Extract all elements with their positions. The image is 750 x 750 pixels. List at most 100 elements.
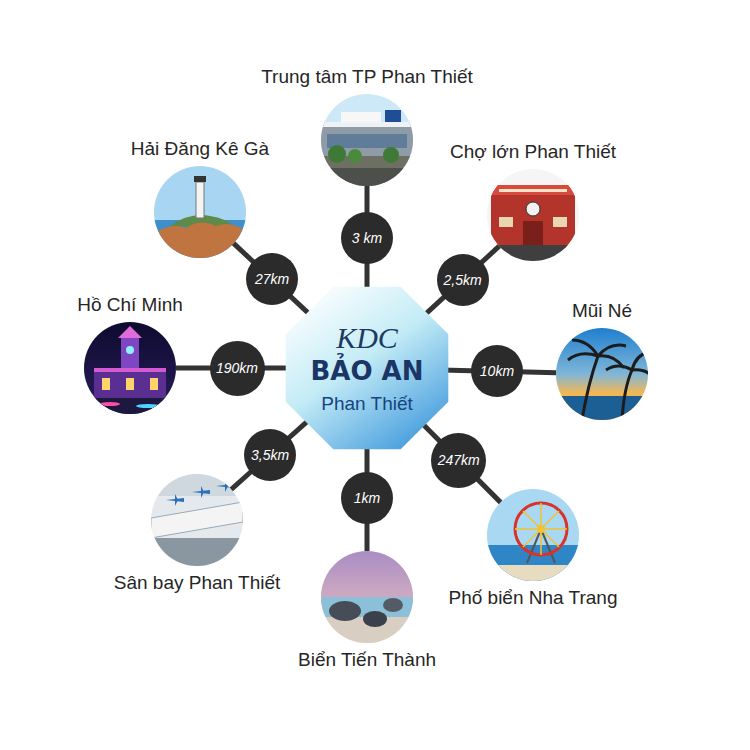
lantern	[194, 176, 206, 182]
tree	[328, 145, 346, 163]
window	[553, 217, 567, 227]
distance-label: 1km	[354, 490, 380, 506]
place-circle: Hồ Chí Minh	[84, 322, 176, 414]
door	[523, 221, 543, 245]
rock	[329, 601, 361, 621]
light-trail	[100, 402, 120, 406]
beach-photo	[321, 551, 413, 643]
city-name: Phan Thiết	[321, 393, 413, 415]
place-circle: Chợ lớn Phan Thiết	[487, 169, 579, 261]
wheel-rim	[515, 503, 567, 555]
sky	[487, 489, 579, 581]
distance-label: 10km	[480, 363, 514, 379]
palm-trunk	[582, 356, 598, 420]
apron	[151, 474, 243, 496]
distance-connector	[420, 421, 501, 502]
window	[499, 217, 513, 227]
clock	[126, 346, 134, 354]
distance-badge: 1km	[341, 472, 393, 524]
lighthouse	[196, 182, 204, 218]
beach-sunset-photo	[556, 328, 654, 420]
plane-wing	[175, 494, 178, 506]
sky	[151, 474, 243, 566]
distance-badge: 247km	[431, 433, 486, 488]
arch	[102, 378, 110, 390]
support	[527, 529, 541, 563]
runway	[151, 538, 243, 566]
sign	[385, 110, 401, 122]
distance-connector	[231, 418, 311, 489]
place-name: Mũi Né	[572, 300, 632, 322]
rock	[363, 611, 387, 627]
distance-badge: 27km	[246, 253, 298, 305]
roof	[118, 326, 142, 338]
sky	[84, 322, 176, 414]
tower	[121, 338, 139, 368]
octagon-fill	[286, 287, 449, 450]
distance-connector	[422, 246, 499, 317]
night-city-photo	[84, 322, 176, 414]
tree	[348, 149, 362, 163]
distance-label: 247km	[438, 452, 480, 468]
city-photo	[321, 94, 413, 186]
distance-label: 2,5km	[444, 272, 482, 288]
arch	[150, 378, 158, 390]
airport-photo	[151, 474, 243, 566]
hub-octagon: KDCBẢO ANPhan Thiết	[279, 280, 455, 456]
palm-trunk	[622, 370, 632, 420]
street	[84, 398, 176, 414]
project-name: BẢO AN	[311, 357, 424, 387]
hub	[537, 525, 545, 533]
market-photo	[487, 169, 579, 261]
facade	[491, 185, 575, 251]
light-trail	[136, 404, 160, 408]
clock	[526, 202, 540, 216]
place-circle: Phố biển Nha Trang	[487, 489, 579, 581]
distance-connector	[234, 243, 313, 317]
sky	[321, 551, 413, 643]
place-circle: Biển Tiến Thành	[321, 551, 413, 643]
distance-badge: 3 km	[341, 212, 393, 264]
place-name: Hồ Chí Minh	[77, 294, 183, 316]
spoke	[523, 511, 559, 547]
distance-badge: 3,5km	[244, 429, 296, 481]
sign	[341, 112, 381, 122]
distance-label: 27km	[255, 271, 289, 287]
distance-badge: 10km	[471, 345, 523, 397]
distance-label: 3 km	[352, 230, 382, 246]
rocks	[154, 222, 246, 258]
ferris-wheel-photo	[487, 489, 579, 581]
palm-fronds	[568, 340, 626, 368]
sky	[321, 94, 413, 186]
distance-label: 190km	[216, 360, 258, 376]
place-name: Phố biển Nha Trang	[448, 587, 617, 609]
road	[321, 168, 413, 186]
sign-band	[491, 185, 575, 195]
tree	[383, 147, 399, 163]
distance-badge: 2,5km	[437, 254, 489, 306]
spoke	[523, 511, 559, 547]
sky	[487, 169, 579, 261]
distance-badge: 190km	[210, 341, 265, 396]
place-circle: Hải Đăng Kê Gà	[154, 166, 246, 258]
place-name: Trung tâm TP Phan Thiết	[261, 66, 473, 88]
sky	[556, 328, 648, 420]
rock	[383, 598, 403, 612]
place-circle: Mũi Né	[556, 328, 648, 420]
place-circle: Sân bay Phan Thiết	[151, 474, 243, 566]
building	[94, 368, 166, 398]
sign-letters	[499, 189, 567, 192]
support	[541, 529, 555, 563]
sky	[154, 166, 246, 258]
arch	[126, 378, 134, 390]
terminal	[151, 502, 243, 538]
palm-fronds	[606, 352, 654, 380]
distance-label: 3,5km	[251, 447, 289, 463]
street	[487, 245, 579, 261]
lights	[94, 368, 166, 372]
place-name: Sân bay Phan Thiết	[114, 572, 281, 594]
lighthouse-photo	[154, 166, 246, 258]
place-name: Biển Tiến Thành	[298, 649, 436, 671]
place-name: Hải Đăng Kê Gà	[131, 138, 269, 160]
